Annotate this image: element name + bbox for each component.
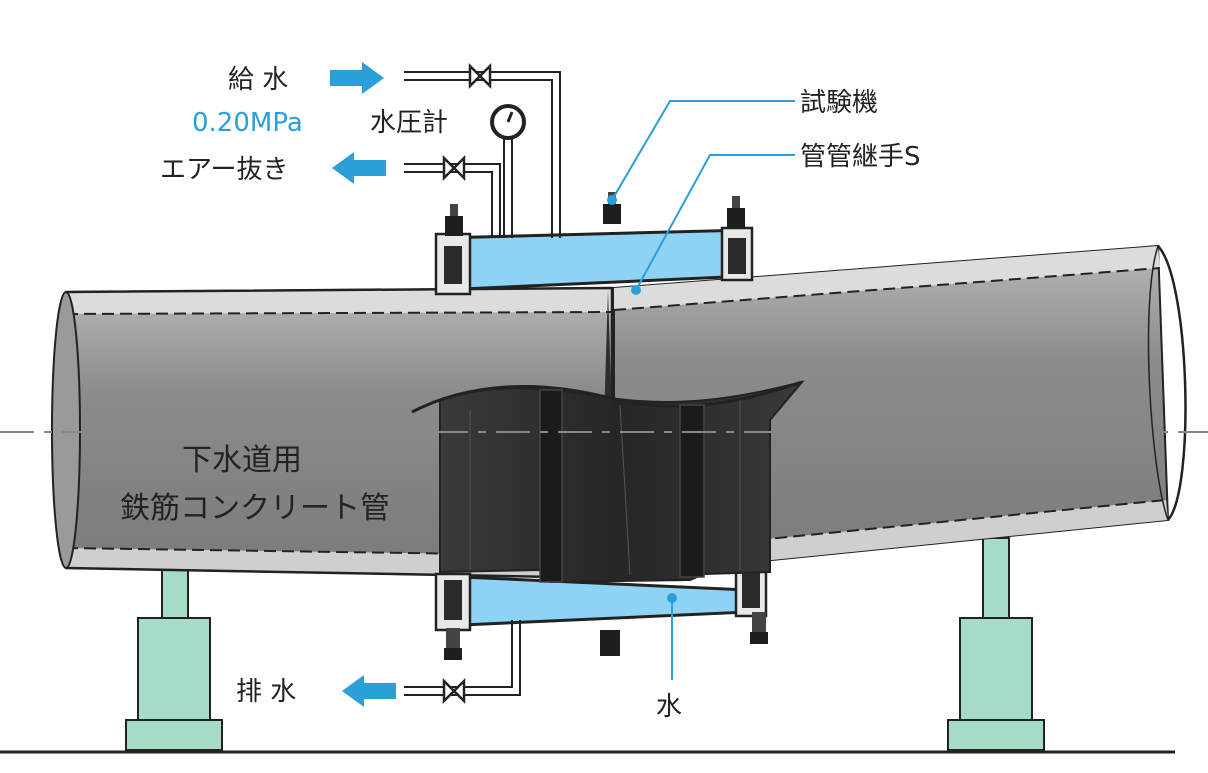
pipe-label-line2: 鉄筋コンクリート管 <box>120 491 390 526</box>
arrow-left-icon <box>332 152 386 184</box>
leader-dot <box>667 593 677 603</box>
leader-dot <box>631 285 641 295</box>
joint-label: 管管継手S <box>800 142 921 172</box>
pressure-value-label: 0.20MPa <box>192 108 303 138</box>
pressure-gauge-label: 水圧計 <box>370 108 448 138</box>
water-supply-label: 給 水 <box>228 65 288 95</box>
tester-housing <box>434 226 768 632</box>
supply-piping <box>404 71 561 696</box>
valve-icon <box>442 62 492 705</box>
bolt-icon <box>444 192 768 660</box>
air-vent-label: エアー抜き <box>160 155 288 185</box>
pipe-label-line1: 下水道用 <box>182 443 302 478</box>
rubber-sleeve-cutaway <box>411 380 805 584</box>
water-label: 水 <box>656 692 682 722</box>
tester-label: 試験機 <box>800 88 878 118</box>
pressure-gauge-icon <box>490 104 526 140</box>
arrow-right-icon <box>330 62 384 94</box>
leader-lines <box>611 100 795 680</box>
left-support <box>125 559 223 751</box>
arrow-left-icon <box>342 675 396 707</box>
leader-dot <box>607 195 617 205</box>
right-support <box>947 537 1045 751</box>
drain-label: 排 水 <box>236 677 296 707</box>
